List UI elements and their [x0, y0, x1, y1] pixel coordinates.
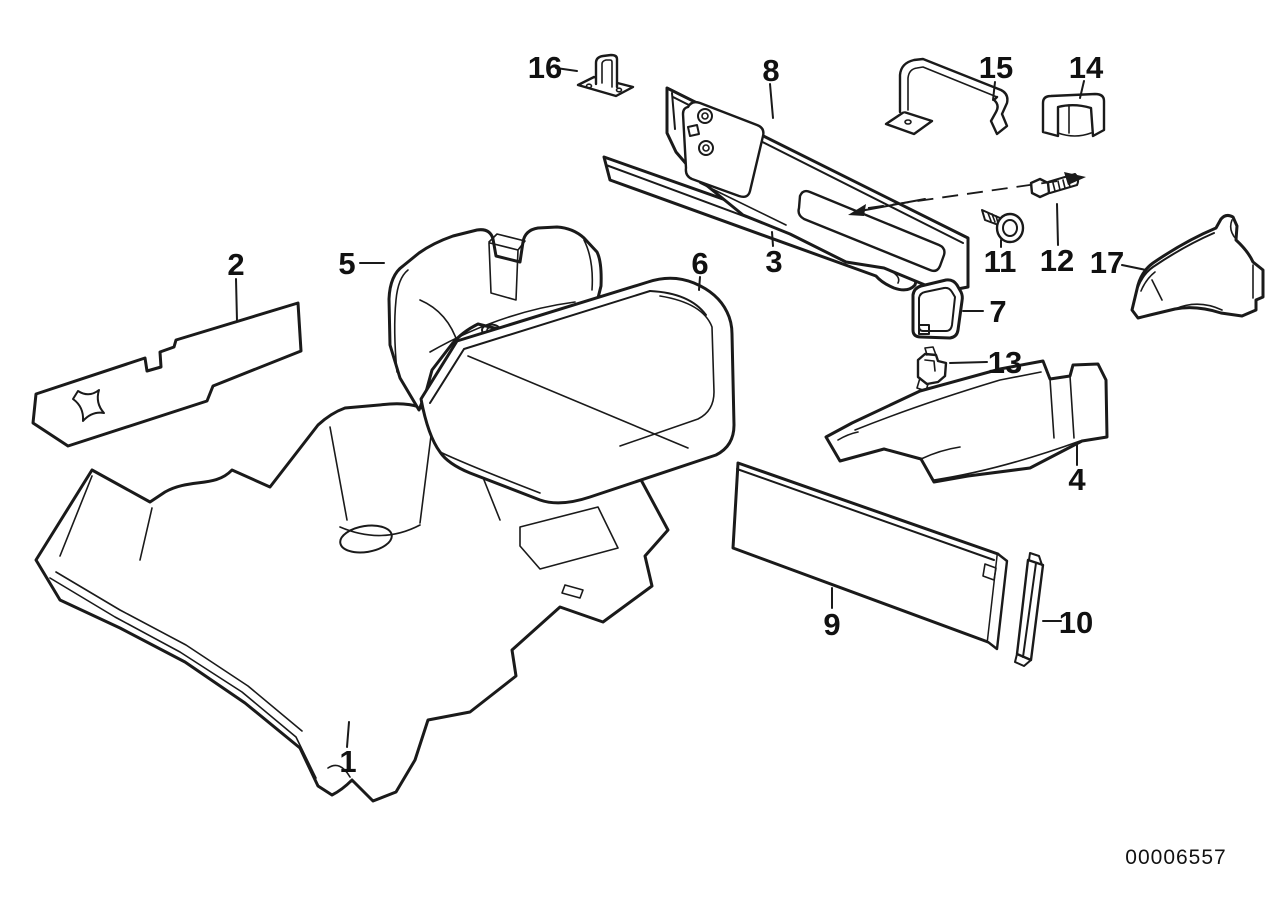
leader-2	[235, 278, 238, 322]
callout-label-10[interactable]: 10	[1059, 605, 1093, 640]
part-11-drawing	[981, 209, 1025, 244]
part-13-drawing	[916, 346, 948, 392]
part-9-drawing	[731, 461, 1009, 651]
part-4-drawing	[824, 359, 1109, 484]
diagram-number: 00006557	[1125, 846, 1226, 869]
callout-label-13[interactable]: 13	[988, 345, 1022, 380]
callout-label-3[interactable]: 3	[765, 244, 782, 279]
leader-6	[698, 276, 701, 291]
leader-15	[992, 81, 996, 101]
callout-label-7[interactable]: 7	[989, 294, 1006, 329]
callout-label-2[interactable]: 2	[227, 247, 244, 282]
part-14-drawing	[1041, 92, 1106, 138]
callout-label-17[interactable]: 17	[1090, 245, 1124, 280]
callout-label-16[interactable]: 16	[528, 50, 562, 85]
part-16-drawing	[576, 53, 635, 98]
callout-label-4[interactable]: 4	[1068, 462, 1086, 497]
callout-label-8[interactable]: 8	[762, 53, 779, 88]
leader-12	[1056, 203, 1059, 246]
callout-label-15[interactable]: 15	[979, 50, 1013, 85]
leader-17	[1121, 264, 1147, 271]
leader-14	[1079, 80, 1085, 99]
arrow-left-icon	[848, 204, 866, 216]
arrow-right-icon	[1064, 172, 1086, 185]
part-8-drawing	[665, 86, 970, 294]
callout-label-12[interactable]: 12	[1040, 243, 1074, 278]
part-6-drawing	[419, 276, 736, 505]
assembly-direction-line	[848, 172, 1086, 216]
callout-label-14[interactable]: 14	[1069, 50, 1104, 85]
part-17-drawing	[1130, 213, 1265, 320]
part-2-drawing	[31, 301, 303, 448]
callout-label-5[interactable]: 5	[338, 246, 355, 281]
leader-1	[346, 721, 350, 748]
callout-label-6[interactable]: 6	[691, 246, 708, 281]
part-15-drawing	[884, 57, 1009, 136]
leader-3	[771, 231, 774, 247]
leader-lines	[235, 67, 1147, 748]
part-10-drawing	[1014, 552, 1045, 667]
callout-labels: 1 2 3 4 5 6 7 8 9 10 11 12 13 14 15 16 1…	[227, 50, 1124, 779]
callout-label-11[interactable]: 11	[984, 244, 1017, 279]
leader-16	[555, 67, 578, 72]
callout-label-1[interactable]: 1	[339, 744, 356, 779]
leader-13	[949, 361, 988, 364]
part-7-drawing	[911, 278, 964, 340]
leader-8	[769, 83, 774, 119]
callout-label-9[interactable]: 9	[823, 607, 840, 642]
